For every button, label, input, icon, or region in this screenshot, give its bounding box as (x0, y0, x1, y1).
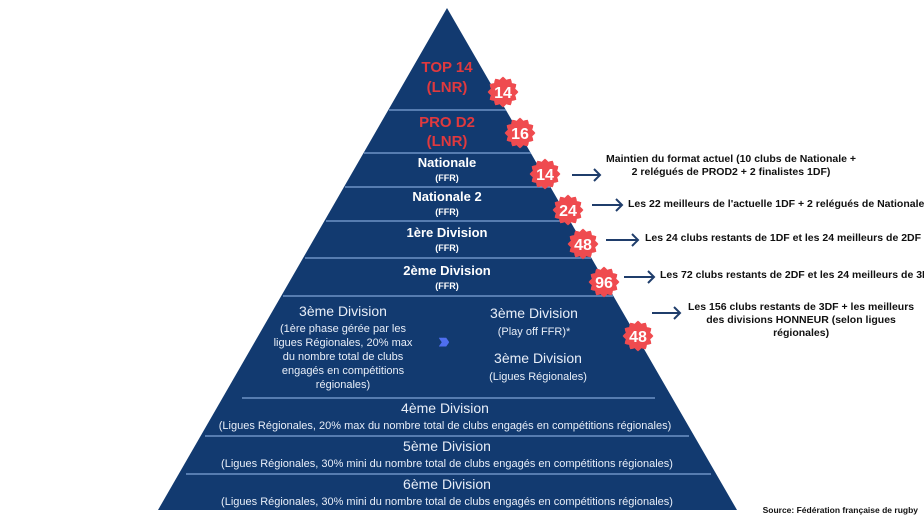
level-title-6eme-division: 6ème Division (403, 476, 491, 492)
level-sub-5eme-division: (Ligues Régionales, 30% mini du nombre t… (221, 458, 673, 470)
note-3eme-line-2: des divisions HONNEUR (selon ligues (706, 314, 896, 326)
count-badge: 96 (588, 266, 620, 298)
chevrons-right-icon: ››› (438, 328, 450, 353)
level-sub-nationale: (FFR) (435, 173, 459, 183)
note-1ere-division: Les 24 clubs restants de 1DF et les 24 m… (645, 232, 922, 244)
third-right1-title: 3ème Division (490, 305, 578, 321)
count-badge: 14 (487, 76, 519, 108)
badge-value: 24 (559, 203, 577, 220)
count-badge: 16 (504, 117, 536, 149)
third-left-sub-3: du nombre total de clubs (282, 351, 404, 363)
third-left-sub-2: ligues Régionales, 20% max (273, 337, 413, 349)
badge-shape (504, 117, 536, 149)
level-title-5eme-division: 5ème Division (403, 438, 491, 454)
level-title-nationale: Nationale (417, 155, 477, 170)
level-title-top14: TOP 14 (421, 59, 473, 76)
arrow-right-icon (606, 233, 640, 247)
third-left-title: 3ème Division (299, 303, 387, 319)
badge-value: 96 (595, 275, 613, 292)
arrow-right-icon (652, 306, 682, 320)
level-title-prod2: PRO D2 (419, 114, 475, 131)
count-badge: 14 (529, 158, 561, 190)
arrow-right-icon (624, 270, 656, 284)
badge-shape (529, 158, 561, 190)
badge-shape (487, 76, 519, 108)
level-sub-2eme-division: (FFR) (435, 281, 459, 291)
note-nationale: Maintien du format actuel (10 clubs de N… (606, 153, 856, 179)
level-sub-4eme-division: (Ligues Régionales, 20% max du nombre to… (218, 420, 672, 432)
level-sub-6eme-division: (Ligues Régionales, 30% mini du nombre t… (221, 496, 673, 508)
level-title-4eme-division: 4ème Division (401, 400, 489, 416)
level-sub-nationale2: (FFR) (435, 207, 459, 217)
note-2eme-division: Les 72 clubs restants de 2DF et les 24 m… (660, 269, 924, 281)
badge-value: 16 (511, 126, 529, 143)
arrow-right-icon (592, 198, 624, 212)
arrow-right-icon (572, 168, 602, 182)
third-right2-sub: (Ligues Régionales) (489, 371, 587, 383)
source-credit: Source: Fédération française de rugby (762, 505, 918, 515)
pyramid-shape (158, 8, 737, 510)
level-sub-top14: (LNR) (426, 79, 468, 96)
level-sub-1ere-division: (FFR) (435, 243, 459, 253)
badge-shape (552, 194, 584, 226)
third-left-sub-1: (1ère phase gérée par les (280, 323, 406, 335)
note-nationale-line-1: Maintien du format actuel (10 clubs de N… (606, 153, 857, 165)
level-title-1ere-division: 1ère Division (406, 225, 488, 240)
note-nationale-line-2: 2 relégués de PROD2 + 2 finalistes 1DF) (631, 166, 831, 178)
badge-value: 48 (574, 237, 592, 254)
badge-shape (588, 266, 620, 298)
third-left-sub-4: engagés en compétitions (281, 365, 405, 377)
badge-value: 14 (536, 167, 554, 184)
third-right2-title: 3ème Division (494, 350, 582, 366)
badge-shape (622, 320, 654, 352)
note-3eme-line-3: régionales) (773, 327, 830, 339)
count-badge: 24 (552, 194, 584, 226)
count-badge: 48 (622, 320, 654, 352)
badge-value: 14 (494, 85, 512, 102)
level-title-2eme-division: 2ème Division (403, 263, 491, 278)
level-title-nationale2: Nationale 2 (412, 189, 482, 204)
count-badge: 48 (567, 228, 599, 260)
note-nationale2: Les 22 meilleurs de l'actuelle 1DF + 2 r… (628, 198, 924, 210)
third-left-sub-5: régionales) (315, 379, 371, 391)
badge-value: 48 (629, 329, 647, 346)
note-3eme-line-1: Les 156 clubs restants de 3DF + les meil… (688, 301, 915, 313)
level-sub-prod2: (LNR) (426, 133, 468, 150)
third-right1-sub: (Play off FFR)* (497, 326, 571, 338)
badge-shape (567, 228, 599, 260)
dividers (186, 109, 711, 475)
note-3eme-division: Les 156 clubs restants de 3DF + les meil… (688, 301, 914, 340)
